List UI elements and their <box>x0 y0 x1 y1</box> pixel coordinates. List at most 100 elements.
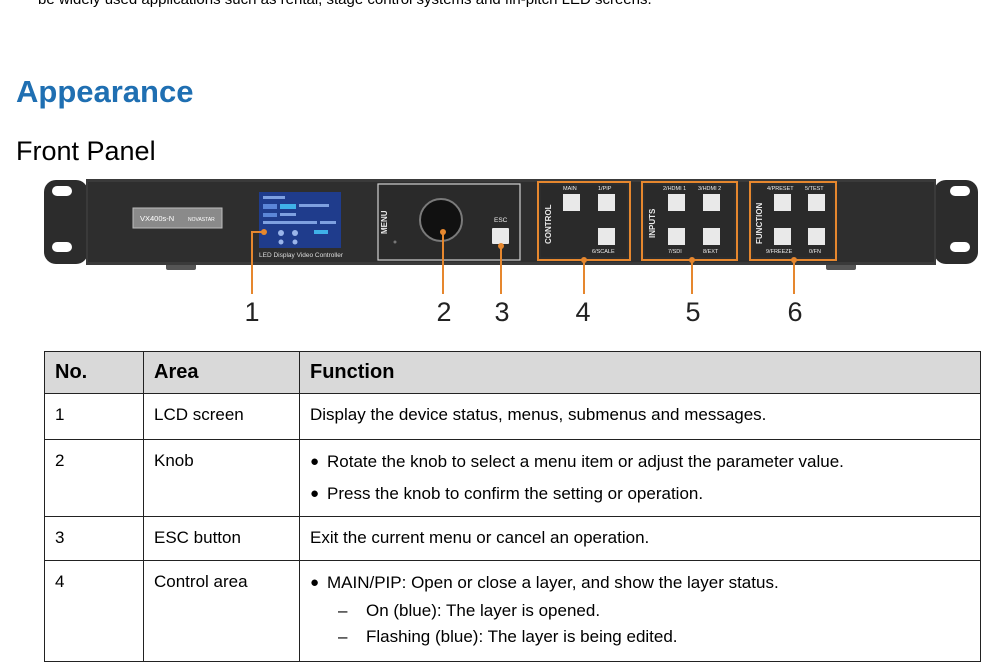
callout-number-1: 1 <box>244 297 259 327</box>
sdi-label: 7/SDI <box>668 249 682 255</box>
ext-button[interactable] <box>703 228 720 245</box>
list-item: ● Press the knob to confirm the setting o… <box>310 483 970 505</box>
bullet-icon: ● <box>310 485 320 502</box>
status-led <box>393 240 397 244</box>
callout-number-6: 6 <box>787 297 802 327</box>
callout-line-1 <box>251 231 264 294</box>
callout-dot <box>581 257 587 263</box>
sub-list-item: –On (blue): The layer is opened. <box>327 598 970 624</box>
hdmi1-label: 2/HDMI 1 <box>663 186 686 192</box>
main-label: MAIN <box>563 186 577 192</box>
freeze-label: 9/FREEZE <box>766 249 793 255</box>
menu-knob[interactable] <box>419 198 463 242</box>
table-row: 4 Control area ● MAIN/PIP: Open or close … <box>44 560 981 662</box>
table-header-row: No. Area Function <box>44 351 981 394</box>
cell-no: 2 <box>44 439 144 517</box>
preset-button[interactable] <box>774 194 791 211</box>
dash-icon: – <box>338 601 348 620</box>
function-label: FUNCTION <box>755 202 764 244</box>
cell-function: ● MAIN/PIP: Open or close a layer, and sh… <box>299 560 981 662</box>
callout-dot <box>440 229 446 235</box>
callout-number-4: 4 <box>575 297 590 327</box>
table-row: 1 LCD screen Display the device status, … <box>44 393 981 440</box>
menu-label: MENU <box>380 210 389 234</box>
callout-number-3: 3 <box>494 297 509 327</box>
cell-no: 1 <box>44 393 144 440</box>
cell-function: Exit the current menu or cancel an opera… <box>299 516 981 561</box>
cell-no: 3 <box>44 516 144 561</box>
freeze-button[interactable] <box>774 228 791 245</box>
esc-button[interactable] <box>492 228 509 244</box>
lcd-line <box>263 196 285 199</box>
lcd-screen <box>259 192 341 248</box>
intro-paragraph-tail: be widely used applications such as rent… <box>38 0 652 8</box>
callout-dot <box>791 257 797 263</box>
main-button[interactable] <box>563 194 580 211</box>
list-item: ●Rotate the knob to select a menu item o… <box>310 451 970 473</box>
dash-icon: – <box>338 627 348 646</box>
lcd-line <box>263 204 277 209</box>
bullet-icon: ● <box>310 453 320 470</box>
hdmi1-button[interactable] <box>668 194 685 211</box>
scale-label: 6/SCALE <box>592 249 615 255</box>
test-label: 5/TEST <box>805 186 824 192</box>
control-label: CONTROL <box>544 204 553 244</box>
fn-button[interactable] <box>808 228 825 245</box>
sub-list-item: –Flashing (blue): The layer is being edi… <box>327 624 970 650</box>
cell-area: Knob <box>143 439 300 517</box>
callout-number-5: 5 <box>685 297 700 327</box>
cell-area: Control area <box>143 560 300 662</box>
cell-area: ESC button <box>143 516 300 561</box>
cell-no: 4 <box>44 560 144 662</box>
cell-area: LCD screen <box>143 393 300 440</box>
pip-button[interactable] <box>598 194 615 211</box>
inputs-label: INPUTS <box>648 208 657 238</box>
hdmi2-label: 3/HDMI 2 <box>698 186 721 192</box>
ext-label: 8/EXT <box>703 249 719 255</box>
list-item: ● MAIN/PIP: Open or close a layer, and sh… <box>310 572 970 650</box>
bullet-text: Press the knob to confirm the setting or… <box>327 484 704 503</box>
lcd-line <box>299 204 329 207</box>
bullet-icon: ● <box>310 574 320 591</box>
hdmi2-button[interactable] <box>703 194 720 211</box>
test-button[interactable] <box>808 194 825 211</box>
section-heading: Appearance <box>16 74 194 109</box>
callout-dot <box>261 229 267 235</box>
mount-hole <box>52 186 72 196</box>
callout-dot <box>689 257 695 263</box>
lcd-icon <box>292 230 298 236</box>
sub-item-text: Flashing (blue): The layer is being edit… <box>366 627 678 646</box>
fn-label: 0/FN <box>809 249 821 255</box>
mount-hole <box>950 186 970 196</box>
table-row: 2 Knob ●Rotate the knob to select a menu… <box>44 439 981 517</box>
table-row: 3 ESC button Exit the current menu or ca… <box>44 516 981 561</box>
mount-hole <box>950 242 970 252</box>
model-label: VX400s-N <box>140 214 174 223</box>
lcd-icon <box>278 239 284 245</box>
lcd-icon <box>314 230 328 234</box>
bullet-text: MAIN/PIP: Open or close a layer, and sho… <box>327 573 779 592</box>
pip-label: 1/PIP <box>598 186 612 192</box>
lcd-icon <box>278 230 284 236</box>
scale-button[interactable] <box>598 228 615 245</box>
lcd-caption: LED Display Video Controller <box>259 252 344 259</box>
lcd-line <box>320 221 336 224</box>
esc-label: ESC <box>494 217 508 224</box>
header-area: Area <box>143 351 300 394</box>
lcd-line <box>263 213 277 217</box>
front-panel-diagram: VX400s-N NOVASTAR LED Display Video Cont… <box>44 179 978 327</box>
lcd-line <box>280 204 296 209</box>
front-panel-function-table: No. Area Function 1 LCD screen Display t… <box>44 351 981 662</box>
mount-hole <box>52 242 72 252</box>
preset-label: 4/PRESET <box>767 186 794 192</box>
lcd-icon <box>292 239 298 245</box>
callout-dot <box>498 243 504 249</box>
lcd-line <box>263 221 317 224</box>
subsection-heading: Front Panel <box>16 136 156 166</box>
callout-number-2: 2 <box>436 297 451 327</box>
brand-label: NOVASTAR <box>188 217 215 223</box>
lcd-line <box>280 213 296 216</box>
cell-function: ●Rotate the knob to select a menu item o… <box>299 439 981 517</box>
header-function: Function <box>299 351 981 394</box>
sdi-button[interactable] <box>668 228 685 245</box>
